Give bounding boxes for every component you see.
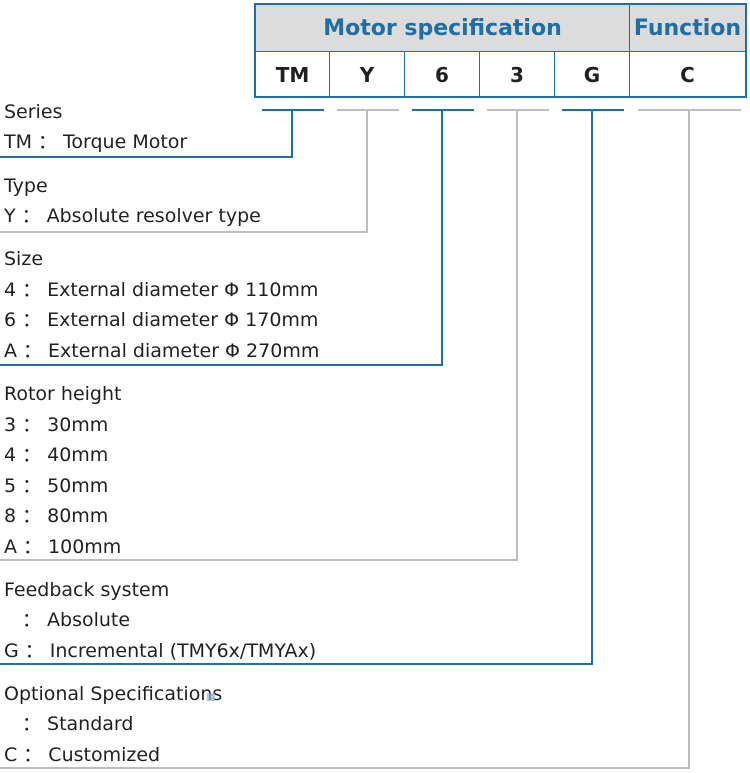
option-desc: External diameter Φ 270mm (48, 340, 320, 362)
rotor-height-option: 4：40mm (4, 444, 108, 466)
option-code: C (4, 744, 18, 766)
option-separator: ： (22, 444, 42, 466)
option-separator: ： (22, 713, 42, 735)
option-desc: External diameter Φ 170mm (47, 309, 319, 331)
code-cell-function: C (630, 52, 745, 97)
option-desc: 50mm (47, 475, 109, 497)
connector-type-vertical (366, 110, 368, 233)
option-desc: 80mm (47, 505, 109, 527)
connector-size-horizontal (0, 364, 443, 366)
option-separator: ： (22, 609, 42, 631)
option-separator: ： (23, 744, 43, 766)
header-motor-specification: Motor specification (256, 5, 629, 52)
option-code: Y (4, 205, 16, 227)
option-code: A (4, 340, 17, 362)
series-title: Series (4, 101, 63, 123)
tick-size (412, 109, 474, 111)
connector-rotor-height-vertical (516, 110, 518, 561)
option-desc: Torque Motor (63, 131, 188, 153)
connector-series-horizontal (0, 156, 293, 158)
connector-function-horizontal (0, 767, 690, 769)
option-desc: External diameter Φ 110mm (47, 279, 319, 301)
rotor-height-option: 3：30mm (4, 414, 108, 436)
rotor-height-option: A ：100mm (4, 536, 121, 558)
code-cell-series: TM (256, 52, 329, 97)
rotor-height-title: Rotor height (4, 383, 122, 405)
size-option: 6：External diameter Φ 170mm (4, 309, 318, 331)
code-cell-size: 6 (405, 52, 479, 97)
header-col-divider (629, 5, 630, 97)
option-separator: ： (24, 640, 44, 662)
feedback-option: ：Absolute (4, 609, 130, 631)
tick-series (262, 109, 324, 111)
option-code: 4 (4, 279, 17, 301)
feedback-option: G：Incremental (TMY6x/TMYAx) (4, 640, 316, 662)
tick-rotor-height (487, 109, 549, 111)
connector-rotor-height-horizontal (0, 559, 518, 561)
header-function: Function (630, 5, 745, 52)
connector-function-vertical (688, 110, 690, 769)
header-row-divider (256, 51, 745, 52)
rotor-height-option: 5：50mm (4, 475, 108, 497)
connector-feedback-horizontal (0, 663, 593, 665)
option-separator: ： (23, 340, 43, 362)
type-title: Type (4, 175, 48, 197)
feedback-title: Feedback system (4, 579, 170, 601)
option-desc: Absolute (47, 609, 131, 631)
size-title: Size (4, 248, 44, 270)
tick-type (337, 109, 399, 111)
option-code: 6 (4, 309, 17, 331)
code-col-divider (554, 52, 555, 97)
connector-size-vertical (441, 110, 443, 366)
option-desc: 100mm (48, 536, 122, 558)
option-desc: Standard (47, 713, 134, 735)
option-desc: 30mm (47, 414, 109, 436)
optional-option: C：Customized (4, 744, 160, 766)
option-code: 8 (4, 505, 17, 527)
code-col-divider (479, 52, 480, 97)
type-option: Y：Absolute resolver type (4, 205, 261, 227)
option-separator: ： (22, 279, 42, 301)
option-separator: ： (38, 131, 58, 153)
code-col-divider (329, 52, 330, 97)
option-desc: Customized (48, 744, 161, 766)
option-desc: Incremental (TMY6x/TMYAx) (49, 640, 317, 662)
optional-title: Optional Specifications (4, 683, 223, 705)
optional-option: ：Standard (4, 713, 133, 735)
option-code: A (4, 536, 17, 558)
option-separator: ： (22, 475, 42, 497)
connector-type-horizontal (0, 231, 368, 233)
series-option: TM ：Torque Motor (4, 131, 187, 153)
option-code: TM (4, 131, 32, 153)
option-code: 4 (4, 444, 17, 466)
option-separator: ： (23, 536, 43, 558)
option-separator: ： (22, 505, 42, 527)
option-code: G (4, 640, 19, 662)
code-cell-feedback: G (555, 52, 629, 97)
size-option: A ：External diameter Φ 270mm (4, 340, 319, 362)
code-cell-rotor-height: 3 (480, 52, 554, 97)
option-code: 3 (4, 414, 17, 436)
tick-feedback (562, 109, 624, 111)
option-code: 5 (4, 475, 17, 497)
connector-series-vertical (291, 110, 293, 158)
code-col-divider (404, 52, 405, 97)
option-separator: ： (22, 309, 42, 331)
code-cell-type: Y (330, 52, 404, 97)
option-desc: Absolute resolver type (46, 205, 261, 227)
option-separator: ： (22, 414, 42, 436)
text-cursor-marker (207, 693, 215, 701)
connector-feedback-vertical (591, 110, 593, 665)
rotor-height-option: 8：80mm (4, 505, 108, 527)
option-desc: 40mm (47, 444, 109, 466)
option-separator: ： (21, 205, 41, 227)
size-option: 4：External diameter Φ 110mm (4, 279, 318, 301)
